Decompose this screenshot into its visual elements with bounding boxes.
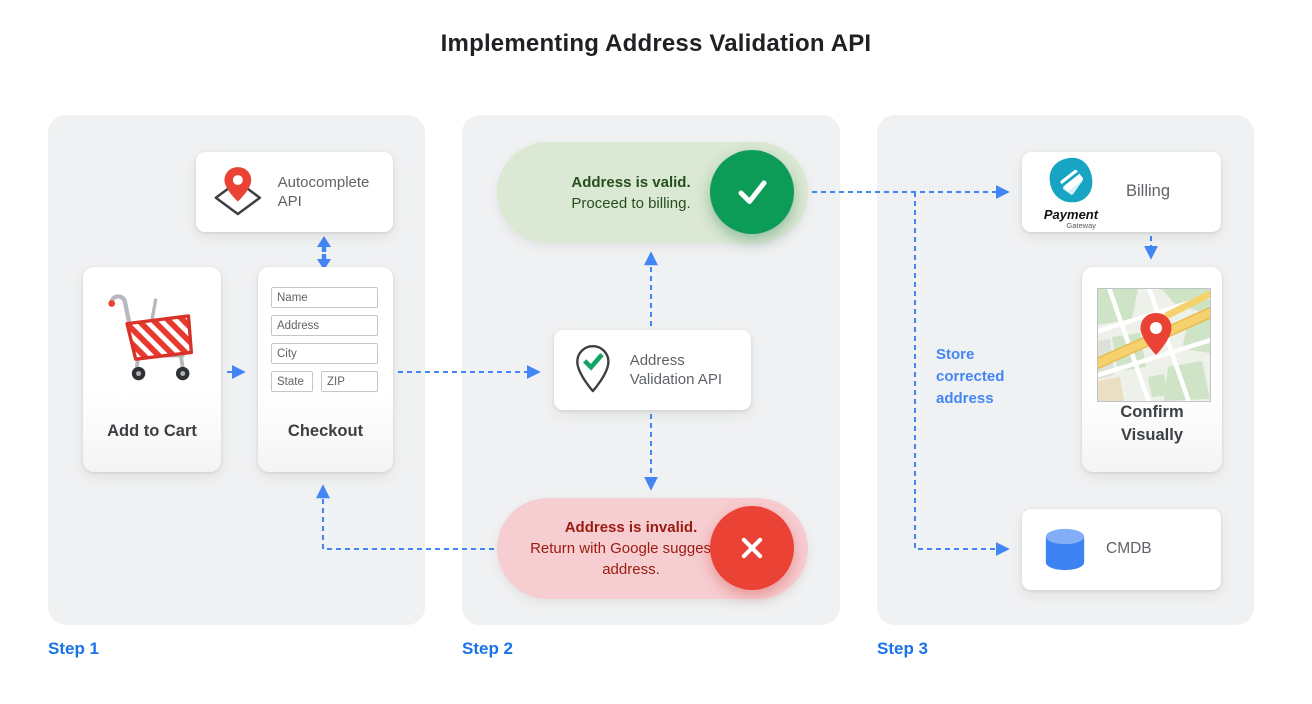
x-icon <box>741 537 763 559</box>
map-thumbnail <box>1088 284 1220 406</box>
map-image <box>1088 284 1220 406</box>
autocomplete-pin-icon <box>214 167 262 216</box>
checkout-card: Checkout <box>258 267 393 472</box>
autocomplete-api-label: Autocomplete API <box>277 173 370 211</box>
address-invalid-subtitle: Return with Google suggested address. <box>530 540 732 578</box>
confirm-visually-label: Confirm Visually <box>1120 403 1184 444</box>
address-invalid-title: Address is invalid. <box>564 519 698 536</box>
autocomplete-api-card: Autocomplete API <box>196 152 393 232</box>
payment-gateway-logo: Payment Gateway <box>1038 155 1104 230</box>
address-validation-api-card: Address Validation API <box>554 330 751 410</box>
zip-input[interactable] <box>321 371 378 392</box>
checkout-label: Checkout <box>287 421 364 440</box>
payment-gateway-sub: Gateway <box>1066 220 1096 230</box>
address-invalid-pill: Address is invalid. Return with Google s… <box>497 498 808 599</box>
address-input[interactable] <box>271 315 378 336</box>
payment-gateway-icon <box>1049 157 1093 203</box>
validation-pin-icon <box>576 345 610 393</box>
checkout-form <box>271 287 380 399</box>
step1-label: Step 1 <box>48 639 100 658</box>
name-input[interactable] <box>271 287 378 308</box>
address-valid-subtitle: Proceed to billing. <box>571 194 691 212</box>
check-icon <box>738 180 767 204</box>
address-validation-api-label: Address Validation API <box>629 351 722 389</box>
address-valid-text: Address is valid. Proceed to billing. <box>531 142 731 243</box>
database-icon <box>1045 528 1085 570</box>
add-to-cart-label: Add to Cart <box>107 421 197 440</box>
billing-label: Billing <box>1126 182 1171 201</box>
add-to-cart-card: Add to Cart <box>83 267 221 472</box>
step2-label: Step 2 <box>462 639 514 658</box>
cmdb-label: CMDB <box>1106 540 1152 558</box>
address-valid-pill: Address is valid. Proceed to billing. <box>497 142 808 243</box>
step3-label: Step 3 <box>877 639 929 658</box>
x-badge <box>710 506 794 590</box>
store-corrected-address-note: Store corrected address <box>936 346 1005 407</box>
cmdb-card: CMDB <box>1022 509 1221 590</box>
billing-card: Payment Gateway Billing <box>1022 152 1221 232</box>
page-title: Implementing Address Validation API <box>440 30 872 57</box>
address-valid-title: Address is valid. <box>571 173 691 191</box>
confirm-visually-card: Confirm Visually <box>1082 267 1222 472</box>
city-input[interactable] <box>271 343 378 364</box>
state-input[interactable] <box>271 371 313 392</box>
shopping-cart-icon <box>108 294 194 381</box>
address-invalid-text: Address is invalid. Return with Google s… <box>525 498 737 599</box>
payment-gateway-wordmark: Payment <box>1043 206 1099 222</box>
check-badge <box>710 150 794 234</box>
